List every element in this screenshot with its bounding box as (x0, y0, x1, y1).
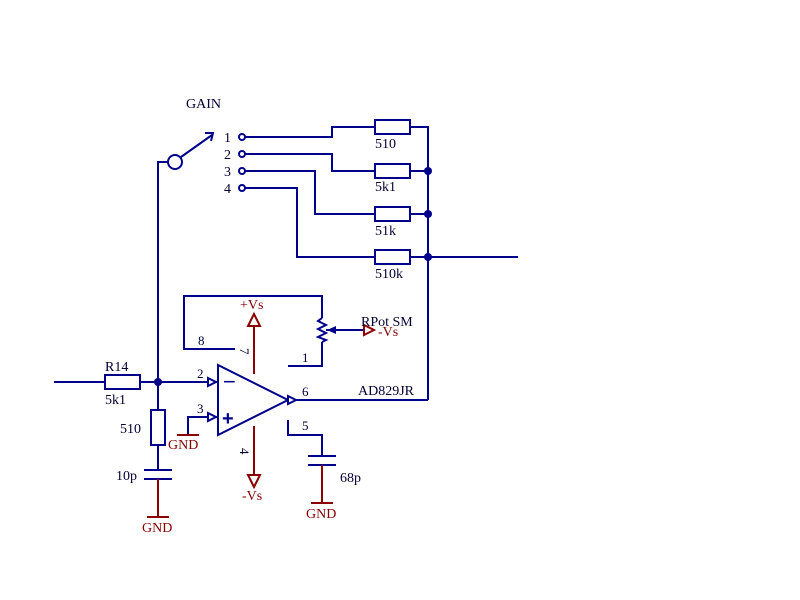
pin2-arrow-icon (207, 376, 219, 388)
pot-element[interactable] (315, 317, 329, 343)
pot-supply-arrow-icon (363, 323, 377, 337)
opamp-triangle[interactable] (217, 363, 291, 437)
resistor-510k-value: 510k (375, 267, 403, 282)
switch-common-wire (157, 161, 168, 382)
resistor-r14[interactable] (104, 374, 141, 390)
wire-pos1 (245, 126, 375, 138)
pot-supply-label: -Vs (378, 325, 398, 340)
pin-8: 8 (198, 333, 205, 348)
gain-bus (410, 126, 429, 400)
switch-common-contact (167, 154, 183, 170)
cap-68p-value: 68p (340, 471, 361, 486)
switch-lever (180, 134, 213, 158)
pin6-arrow-icon (287, 394, 299, 406)
pin3-arrow-icon (207, 411, 219, 423)
switch-position-1: 1 (224, 131, 231, 146)
switch-contact-3[interactable] (238, 167, 246, 175)
pin-3: 3 (197, 401, 204, 416)
gain-switch[interactable] (167, 132, 246, 192)
pot-wiper-arrow-icon (327, 326, 336, 334)
resistor-510k[interactable] (374, 249, 411, 265)
pin-7: 7 (237, 348, 252, 355)
pin-6: 6 (302, 384, 309, 399)
shunt-resistor-value: 510 (120, 422, 141, 437)
pin8-pot-wire (183, 295, 323, 350)
opamp-part: AD829JR (358, 384, 415, 399)
vs-plus-arrow-icon (246, 311, 262, 327)
r14-value: 5k1 (105, 393, 126, 408)
switch-contact-1[interactable] (238, 133, 246, 141)
pin-5: 5 (302, 418, 309, 433)
switch-arrow-icon (205, 132, 215, 142)
pin-1: 1 (302, 350, 309, 365)
junction-51k (424, 210, 432, 218)
cap-10p-value: 10p (116, 469, 137, 484)
pin-4: 4 (237, 448, 252, 455)
junction-5k1 (424, 167, 432, 175)
opamp-noninv-sign: + (222, 408, 234, 430)
resistor-51k[interactable] (374, 206, 411, 222)
wire-pos3 (245, 170, 375, 215)
pin5-wire (287, 420, 323, 456)
r14-ref: R14 (105, 360, 128, 375)
opamp-inv-sign: − (223, 369, 236, 394)
gnd-label-cap: GND (306, 507, 336, 522)
vs-minus-arrow-icon (246, 474, 262, 490)
pin-2: 2 (197, 366, 204, 381)
gnd-label-input: GND (142, 521, 172, 536)
resistor-510-value: 510 (375, 137, 396, 152)
wire-pos4 (245, 187, 375, 258)
gain-switch-label: GAIN (186, 97, 221, 112)
switch-contact-2[interactable] (238, 150, 246, 158)
gnd-label-pin3: GND (168, 438, 198, 453)
pot-label: RPot SM (361, 315, 413, 330)
vs-plus-label: +Vs (240, 298, 263, 313)
resistor-510-shunt[interactable] (150, 409, 166, 446)
junction-510k (424, 253, 432, 261)
switch-position-4: 4 (224, 182, 231, 197)
wire-pos2 (245, 153, 375, 172)
vs-minus-label: -Vs (242, 489, 262, 504)
switch-position-2: 2 (224, 148, 231, 163)
switch-position-3: 3 (224, 165, 231, 180)
resistor-5k1[interactable] (374, 163, 411, 179)
resistor-5k1-value: 5k1 (375, 180, 396, 195)
pin1-pot-wire (288, 342, 323, 367)
resistor-51k-value: 51k (375, 224, 396, 239)
switch-contact-4[interactable] (238, 184, 246, 192)
resistor-510[interactable] (374, 119, 411, 135)
pin3-wire (187, 416, 218, 435)
